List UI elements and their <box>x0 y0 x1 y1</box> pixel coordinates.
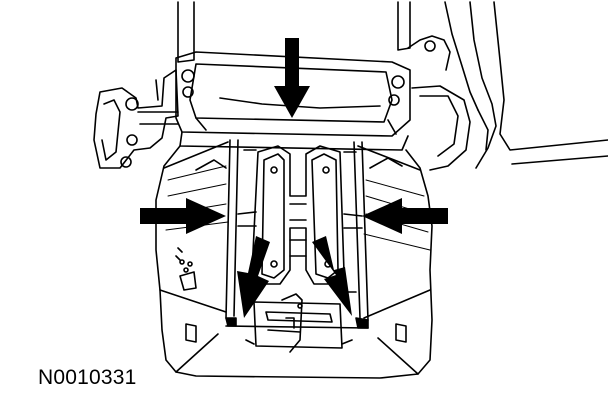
left-hinge-bracket <box>93 69 179 169</box>
center-frame-channel <box>225 139 369 329</box>
seat-cushion-outline <box>155 141 433 379</box>
arrow-down-icon <box>274 38 310 118</box>
arrow-down-right-icon <box>237 236 270 318</box>
seat-back-frame <box>177 1 608 171</box>
arrow-right-icon <box>140 198 226 234</box>
latch-handle <box>245 293 353 353</box>
arrow-left-icon <box>362 198 448 234</box>
figure-id-label: N0010331 <box>38 366 137 389</box>
callout-arrows <box>140 38 448 318</box>
arrow-down-left-icon <box>312 236 352 316</box>
